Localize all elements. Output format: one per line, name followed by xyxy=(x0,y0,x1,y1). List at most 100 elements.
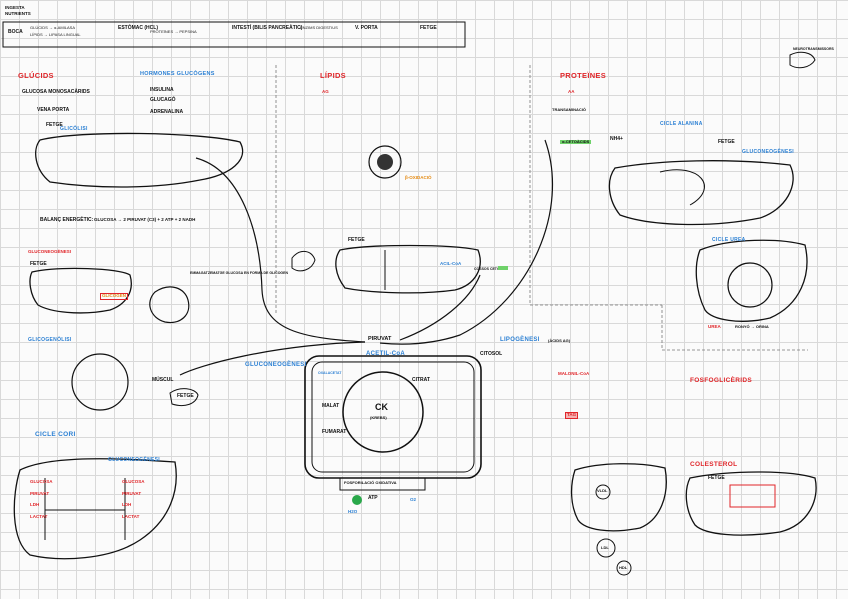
flow-arrow xyxy=(195,157,366,343)
liver-shape xyxy=(570,463,667,532)
section-title-lipids: LÍPIDS xyxy=(320,71,346,80)
section-title-cori: CICLE CORI xyxy=(35,431,76,438)
lipids-fetge: FETGE xyxy=(348,237,365,243)
section-title-glucids: GLÚCIDS xyxy=(18,71,54,80)
cori-lactat-left: LACTAT xyxy=(30,514,48,519)
hormone-adrenalina: ADRENALINA xyxy=(150,109,184,115)
flow-arrow xyxy=(399,274,481,341)
lipids-acil-coa: ACIL-CoA xyxy=(440,261,462,266)
krebs-fumarat: FUMARAT xyxy=(322,429,347,435)
header-flow-lipids: LÍPIDS → LIPASA LINGUAL xyxy=(30,32,81,37)
glucose-monosac: GLUCOSA MONOSACÀRIDS xyxy=(22,89,90,95)
header-flow-intesti: INTESTÍ (BILIS PANCREÀTIC) xyxy=(232,25,303,31)
header-flow-pepsina: PROTEÏNES → PEPSINA xyxy=(150,29,197,34)
lipogenesi-citosol: CITOSOL xyxy=(480,351,503,357)
liver-shape xyxy=(608,160,794,226)
section-title-hormones: HORMONES GLUCÒGENS xyxy=(140,71,215,77)
flow-arrow xyxy=(179,341,366,376)
lipids-highlight xyxy=(498,266,508,270)
vena-porta-label: VENA PORTA xyxy=(37,107,70,113)
cicle-alanina-title: CICLE ALANINA xyxy=(660,121,703,127)
cicle-alanina-fetge: FETGE xyxy=(718,139,735,145)
proteines-aa: AA xyxy=(568,89,575,94)
lipids-cossos: COSSOS CETÒNICS xyxy=(474,267,509,271)
cori-glucosa-right: GLUCOSA xyxy=(122,479,145,484)
section-title-lipogenesi: LIPOGÈNESI xyxy=(500,337,540,343)
central-o2: O2 xyxy=(410,497,417,502)
lipids-beta-ox: β-OXIDACIÓ xyxy=(405,175,432,180)
glicogen-label: EMMAGATZEMATGE GLUCOSA EN FORMA DE GLICO… xyxy=(190,271,288,275)
lipogenesi-subtitle: (ÀCIDS AG) xyxy=(548,338,571,343)
cori-piruvat-left: PIRUVAT xyxy=(30,491,50,496)
hdl-label: HDL xyxy=(619,565,628,570)
ldl-label: LDL xyxy=(601,545,609,550)
lipogenesi-tag: TAG xyxy=(565,412,579,419)
cori-glucosa-left: GLUCOSA xyxy=(30,479,53,484)
hormone-insulina: INSULINA xyxy=(150,87,174,93)
section-title-colesterol: COLESTEROL xyxy=(690,461,738,468)
mitochondria-eye xyxy=(368,145,402,179)
section-title-proteines: PROTEÏNES xyxy=(560,71,607,80)
gluconeo-title: GLUCONEOGÈNESI xyxy=(28,249,72,254)
central-piruvat: PIRUVAT xyxy=(368,336,392,342)
header-subtitle: NUTRIENTS xyxy=(5,11,31,16)
central-acetil: ACETIL-CoA xyxy=(366,351,405,357)
cori-ldh-left: LDH xyxy=(30,502,40,507)
glicogenolisi-fetge: FETGE xyxy=(177,393,194,399)
balanc-equation: GLUCOSA → 2 PIRUVAT (C3) + 2 ATP + 2 NAD… xyxy=(94,217,196,222)
liver-shape xyxy=(29,267,132,314)
krebs-label: CK xyxy=(375,402,388,412)
glicolisi-label: GLICÒLISI xyxy=(60,126,88,132)
lipogenesi-malonil: MALONIL-CoA xyxy=(558,371,590,376)
central-atp: ATP xyxy=(368,495,378,501)
glicogenolisi-muscle: MÚSCUL xyxy=(152,377,174,383)
urea-cycle xyxy=(727,262,773,308)
lipids-ag: AG xyxy=(322,89,329,94)
hormone-glucagon: GLUCAGÓ xyxy=(150,97,176,103)
fetge-label: FETGE xyxy=(46,122,63,128)
cori-ldh-right: LDH xyxy=(122,502,132,507)
gluconeo-fetge: FETGE xyxy=(30,261,47,267)
section-title-fosfoglicerids: FOSFOGLICÈRIDS xyxy=(690,377,752,384)
cori-lactat-right: LACTAT xyxy=(122,514,140,519)
cicle-urea-ronyo: RONYÓ → ORINA xyxy=(735,324,769,329)
cicle-urea-label: UREA xyxy=(708,324,721,329)
krebs-cycle xyxy=(342,371,424,453)
section-title-glicogenolisi: GLICOGENÒLISI xyxy=(28,337,72,343)
central-gluconeo: GLUCONEOGÈNESI xyxy=(245,362,307,368)
krebs-malat: MALAT xyxy=(322,403,340,409)
liver-shape xyxy=(35,132,244,188)
header-flow-boca: BOCA xyxy=(8,29,23,35)
oxidative-chain-box xyxy=(339,477,426,491)
proteines-cetoacid: α-CETOÀCIDS xyxy=(560,139,592,144)
neurotransmissors: NEUROTRANSMISSORS xyxy=(793,47,834,51)
flow-arrow xyxy=(379,139,554,345)
liver-shape xyxy=(685,471,817,536)
colesterol-fetge: FETGE xyxy=(708,475,725,481)
glycogenolysis-cycle xyxy=(71,353,129,411)
cicle-urea-title: CICLE UREA xyxy=(712,237,746,243)
header-flow-fetge: FETGE xyxy=(420,25,437,31)
cicle-alanina-gluconeo: GLUCONEOGÈNESI xyxy=(742,149,794,155)
vldl-label: VLDL xyxy=(597,488,608,493)
cori-piruvat-right: PIRUVAT xyxy=(122,491,142,496)
central-h2o: H2O xyxy=(348,509,358,514)
proteines-nh4: NH4+ xyxy=(610,136,623,142)
krebs-citrat: CITRAT xyxy=(412,377,430,383)
liver-shape xyxy=(13,458,177,560)
oxidative-chain: FOSFORILACIÓ OXIDATIVA xyxy=(344,480,397,485)
liver-small xyxy=(169,388,199,407)
header-flow-estomac: ESTÒMAC (HCL) xyxy=(118,25,158,31)
liver-shape xyxy=(695,239,808,322)
krebs-oxaloacetat: OXALACETAT xyxy=(318,371,342,375)
header-title: INGESTA xyxy=(5,5,25,10)
liver-shape xyxy=(335,244,481,294)
glicogen-box: GLICOGEN xyxy=(100,293,129,300)
krebs-sublabel: (KREBS) xyxy=(370,415,387,420)
proteines-transam: TRANSAMINACIÓ xyxy=(552,107,586,112)
glycogen-cell xyxy=(149,286,190,324)
header-flow-glucids: GLÚCIDS → α-AMILASA xyxy=(30,25,75,30)
header-flow-enzims: ENZIMS DIGESTIUS xyxy=(300,25,338,30)
header-box xyxy=(2,21,466,48)
